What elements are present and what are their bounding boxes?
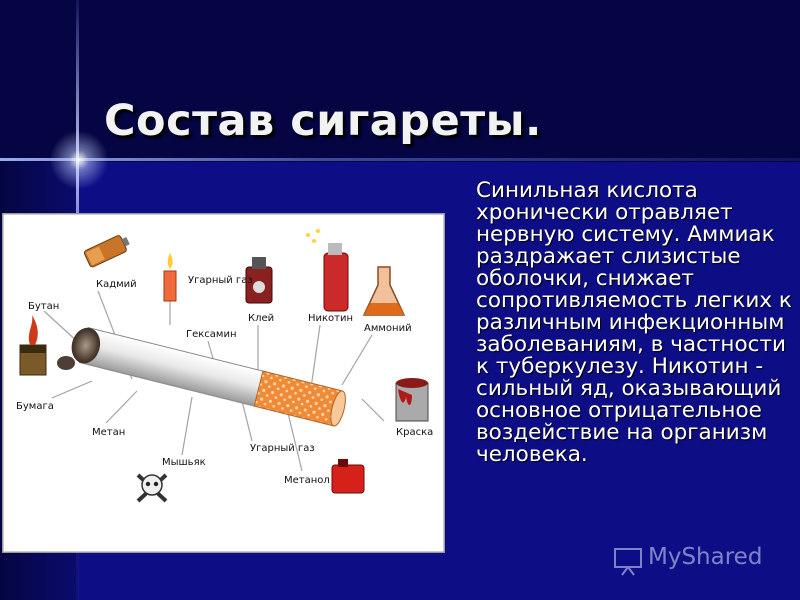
label-myshyak: Мышьяк [162,457,206,468]
label-ugarny-gaz-bottom: Угарный газ [250,443,315,454]
horizontal-light-line [0,158,800,161]
glue-bottle-icon [245,257,273,304]
battery-icon [83,235,130,268]
label-metanol: Метанол [284,475,330,486]
presentation-screen-icon [614,548,642,576]
label-kraska: Краска [396,427,433,438]
label-ugarny-gaz-top: Угарный газ [188,275,253,286]
flask-icon [362,266,406,316]
watermark-text: MyShared [648,544,763,570]
label-kadmiy: Кадмий [96,279,137,290]
label-geksamin: Гексамин [186,329,237,340]
label-nikotin: Никотин [308,313,353,324]
candle-icon [163,253,177,302]
cigarette-composition-diagram: Бутан Кадмий Угарный газ Гексамин Клей Н… [2,213,445,553]
paint-can-icon [395,378,429,422]
watermark: MyShared [612,540,792,580]
header-band [0,0,800,162]
label-butan: Бутан [28,301,59,312]
light-flare [47,128,111,192]
spray-can-icon [306,229,349,312]
burning-ash [57,356,75,370]
diagram-labels: Бутан Кадмий Угарный газ Гексамин Клей Н… [16,275,433,486]
fuel-canister-icon [331,459,365,494]
body-text: Синильная кислота хронически отравляет н… [476,178,792,467]
cigarette-illustration [71,326,346,427]
slide-title: Состав сигареты. [104,96,542,146]
lighter-icon [19,315,47,376]
label-klei: Клей [248,313,274,324]
label-ammoniy: Аммоний [364,323,412,334]
label-metan: Метан [92,427,125,438]
skull-crossbones-icon [136,473,168,503]
label-bumaga: Бумага [16,401,54,412]
